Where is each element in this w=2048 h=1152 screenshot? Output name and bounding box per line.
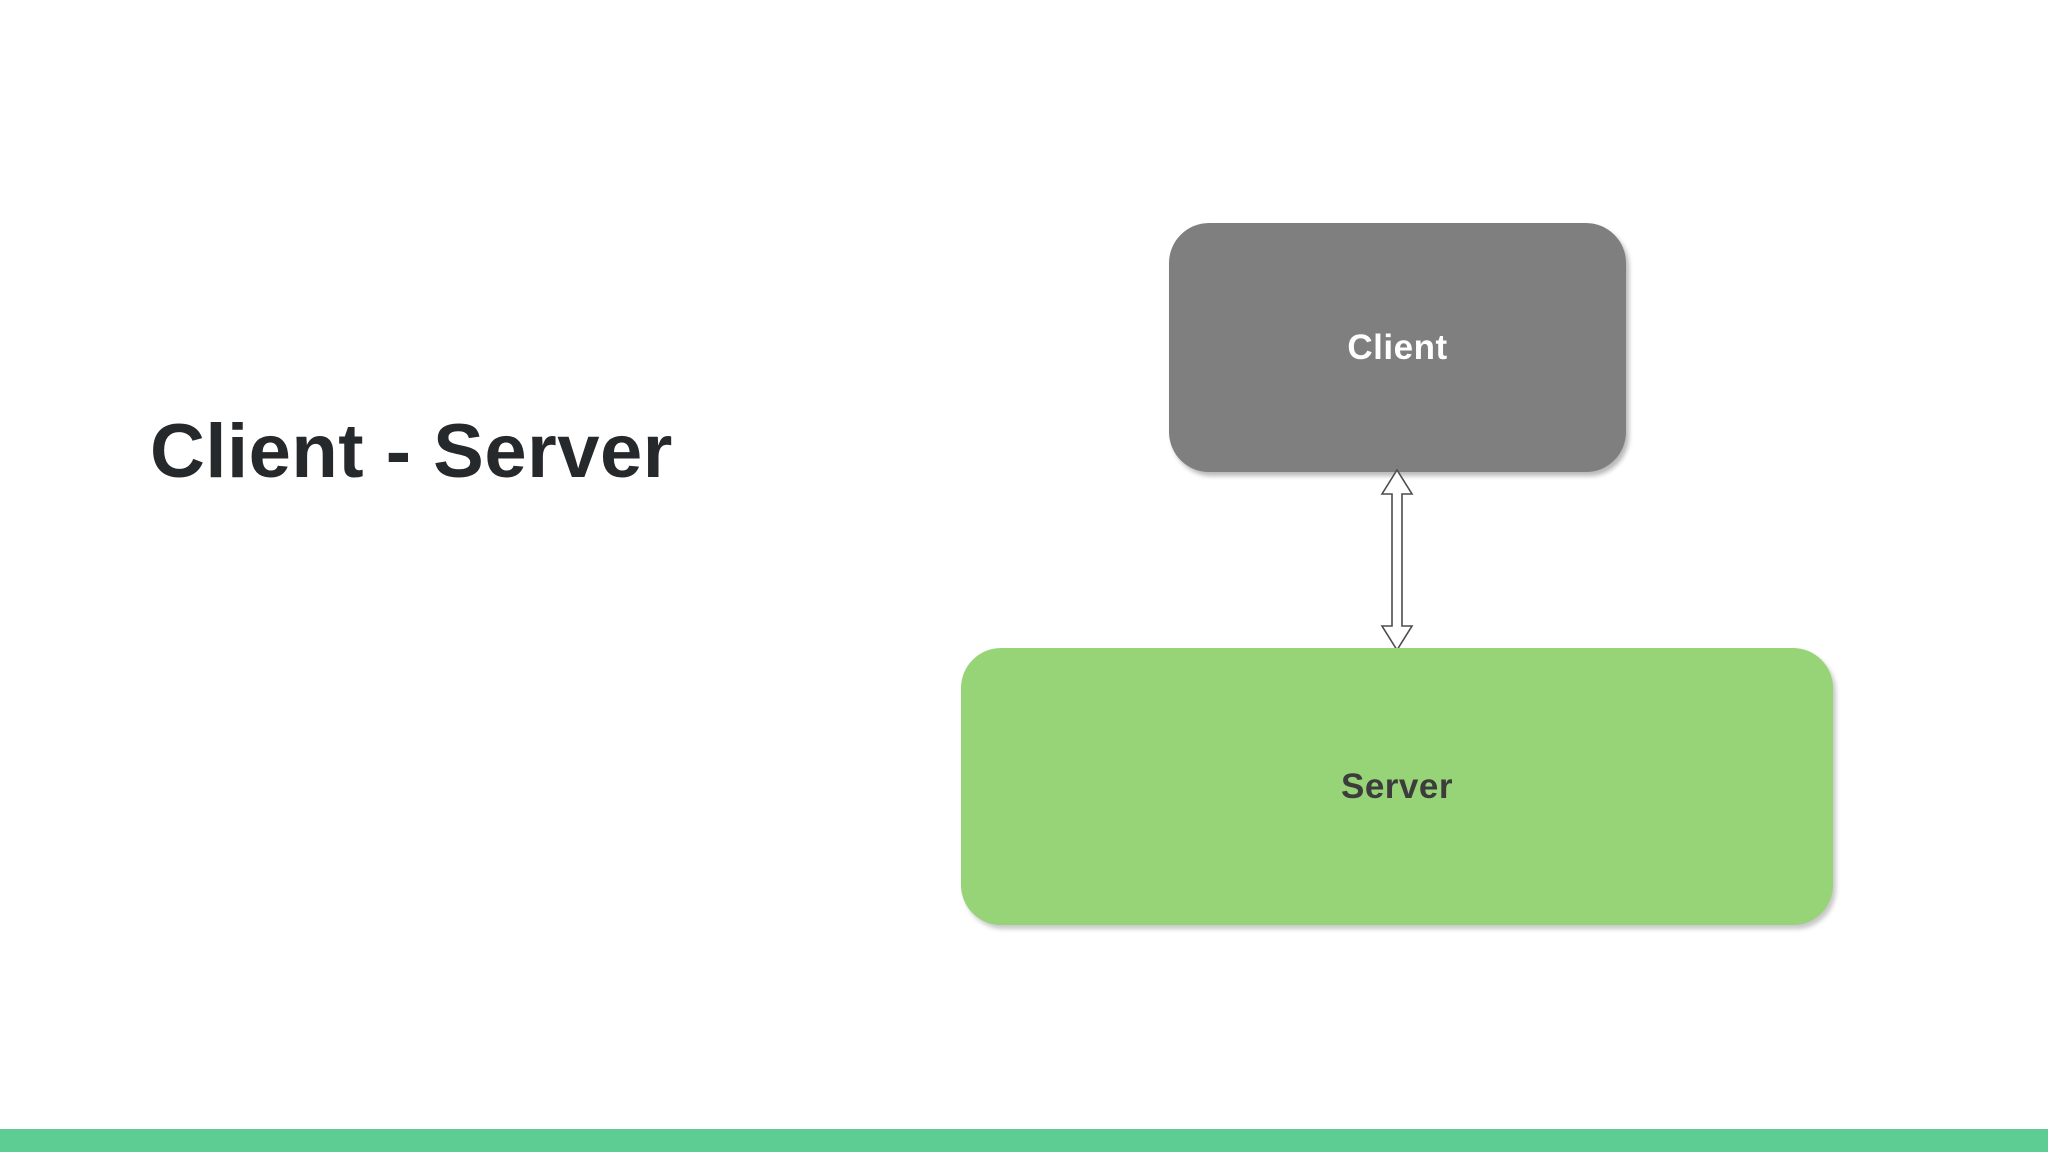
server-node: Server [961, 648, 1833, 925]
footer-accent-bar [0, 1129, 2048, 1152]
double-arrow-icon [1380, 469, 1414, 651]
client-node-label: Client [1347, 327, 1448, 367]
client-node: Client [1169, 223, 1626, 472]
page-title: Client - Server [150, 409, 673, 494]
server-node-label: Server [1341, 766, 1453, 806]
